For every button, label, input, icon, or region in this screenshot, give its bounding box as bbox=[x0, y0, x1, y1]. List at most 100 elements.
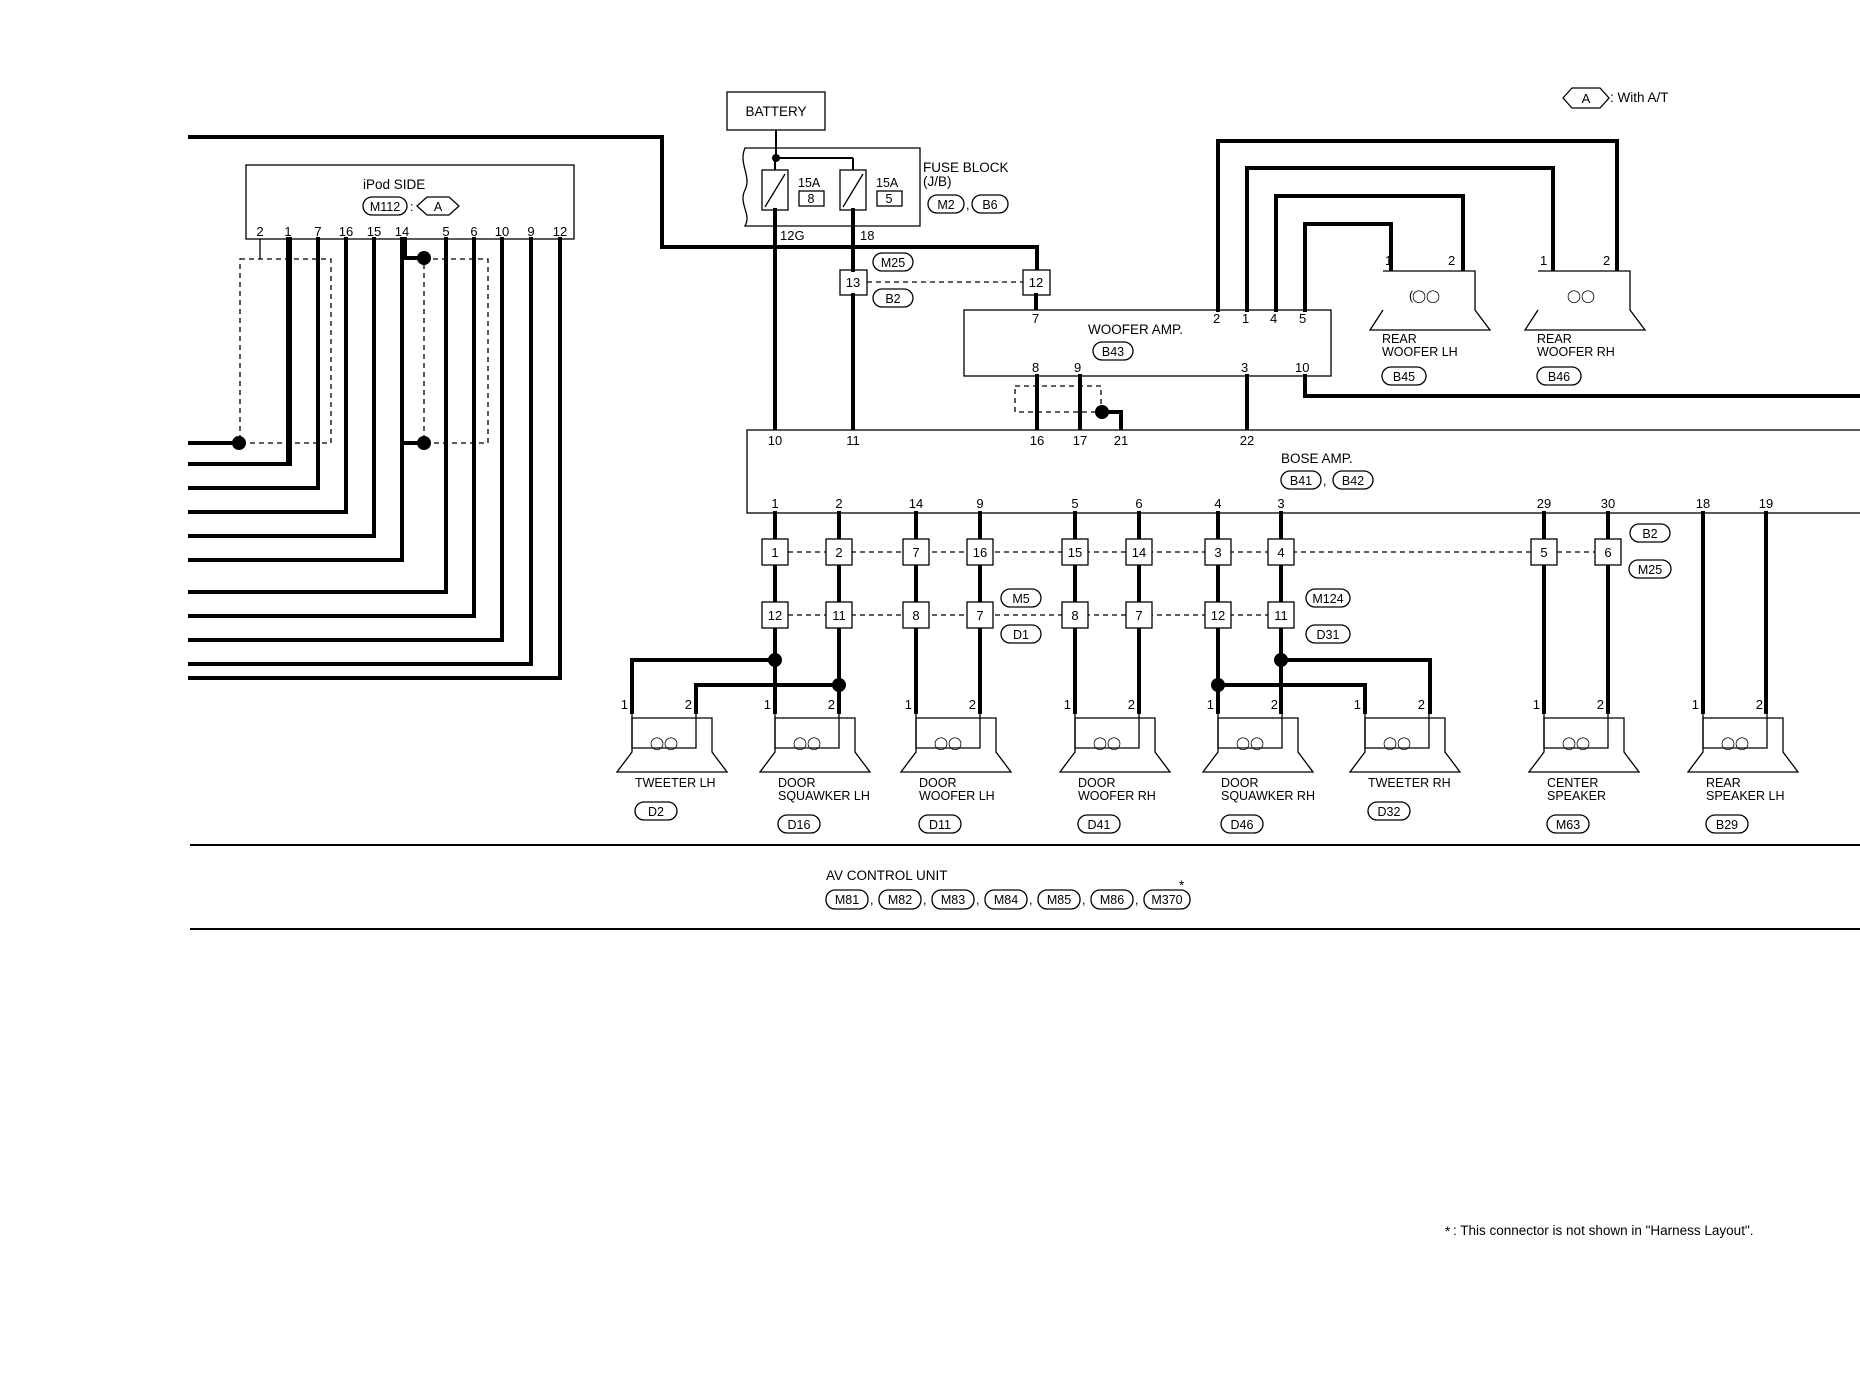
fuse-output-wires bbox=[773, 208, 1038, 432]
speaker-name-line: SPEAKER bbox=[1547, 789, 1606, 803]
joint-row2-pin-11: 11 bbox=[1274, 608, 1288, 623]
svg-text:,: , bbox=[1082, 893, 1085, 907]
bose-bottom-pin-29: 29 bbox=[1537, 496, 1551, 511]
joint-row1-pin-2: 2 bbox=[835, 545, 842, 560]
rear-woofer-rh-connector: B46 bbox=[1548, 370, 1570, 384]
speaker-body bbox=[758, 717, 872, 773]
bose-bottom-pin-5: 5 bbox=[1071, 496, 1078, 511]
ipod-pin-16: 16 bbox=[339, 224, 353, 239]
bose-bottom-pin-6: 6 bbox=[1135, 496, 1142, 511]
joint-row1-pin-7: 7 bbox=[912, 545, 919, 560]
ipod-pin-1: 1 bbox=[284, 224, 291, 239]
joint-row1-pin-14: 14 bbox=[1132, 545, 1146, 560]
woofer-amp-pin-10: 10 bbox=[1295, 360, 1309, 375]
woofer-amp-box bbox=[963, 309, 1332, 377]
speaker-body bbox=[1527, 717, 1641, 773]
bose-amp-title: BOSE AMP. bbox=[1281, 451, 1353, 466]
woofer-amp-pin-3: 3 bbox=[1241, 360, 1248, 375]
bose-top-pin-17: 17 bbox=[1073, 433, 1087, 448]
svg-text:◯◯: ◯◯ bbox=[1567, 289, 1595, 304]
speaker-connector: M63 bbox=[1556, 818, 1580, 832]
joint-row2-pin-8: 8 bbox=[1071, 608, 1078, 623]
speaker-name-line: DOOR bbox=[1221, 776, 1259, 790]
woofer-amp-pin-5: 5 bbox=[1299, 311, 1306, 326]
fuse-5-rating: 15A bbox=[876, 176, 899, 190]
speaker-pin-2: 2 bbox=[969, 697, 976, 712]
speaker-name-line: DOOR bbox=[919, 776, 957, 790]
speaker-connector: B29 bbox=[1716, 818, 1738, 832]
fuse-8-rating: 15A bbox=[798, 176, 821, 190]
fuse-block-connector-2: B6 bbox=[982, 198, 997, 212]
speaker-pin-1: 1 bbox=[1064, 697, 1071, 712]
svg-text:,: , bbox=[966, 198, 969, 212]
svg-text:,: , bbox=[923, 893, 926, 907]
speaker-coil-icon: ◯◯ bbox=[1236, 736, 1264, 751]
joint-row2-pin-11: 11 bbox=[832, 608, 846, 623]
bose-top-pin-10: 10 bbox=[768, 433, 782, 448]
svg-text:,: , bbox=[870, 893, 873, 907]
speaker-coil-icon: ◯◯ bbox=[934, 736, 962, 751]
joint-connector-top: 13 12 M25 B2 bbox=[839, 252, 1051, 308]
speaker-coil-icon: ◯◯ bbox=[1093, 736, 1121, 751]
ipod-title: iPod SIDE bbox=[363, 177, 425, 192]
svg-text:,: , bbox=[976, 893, 979, 907]
rear-woofer-rh-name-2: WOOFER RH bbox=[1537, 345, 1615, 359]
bose-bottom-pin-1: 1 bbox=[771, 496, 778, 511]
rear-woofer-lh-name-1: REAR bbox=[1382, 332, 1417, 346]
joint-row1-pin-15: 15 bbox=[1068, 545, 1082, 560]
speaker-name-line: REAR bbox=[1706, 776, 1741, 790]
av-connector-m85: M85 bbox=[1047, 893, 1071, 907]
joint-row1-pin-16: 16 bbox=[973, 545, 987, 560]
av-connector-m84: M84 bbox=[994, 893, 1018, 907]
bose-bottom-pin-18: 18 bbox=[1696, 496, 1710, 511]
ipod-pin-2: 2 bbox=[256, 224, 263, 239]
bose-top-pin-11: 11 bbox=[846, 433, 860, 448]
footnote-text: : This connector is not shown in "Harnes… bbox=[1453, 1223, 1754, 1238]
svg-text:◯◯: ◯◯ bbox=[1412, 289, 1440, 304]
speaker-connector: D46 bbox=[1231, 818, 1254, 832]
rear-woofer-lh-name-2: WOOFER LH bbox=[1382, 345, 1458, 359]
fuse-terminal-12g: 12G bbox=[780, 228, 805, 243]
av-connector-m82: M82 bbox=[888, 893, 912, 907]
fuse-8-number: 8 bbox=[808, 192, 815, 206]
svg-text:,: , bbox=[1135, 893, 1138, 907]
speaker-connector: D16 bbox=[788, 818, 811, 832]
rear-woofer-lh-connector: B45 bbox=[1393, 370, 1415, 384]
bose-amp-connector-1: B41 bbox=[1290, 474, 1312, 488]
legend: A : With A/T bbox=[1562, 87, 1669, 109]
speaker-pin-2: 2 bbox=[1128, 697, 1135, 712]
joint-row2-pin-7: 7 bbox=[976, 608, 983, 623]
joint-top-pin-13: 13 bbox=[846, 275, 860, 290]
rear-woofer-rh-name-1: REAR bbox=[1537, 332, 1572, 346]
svg-text:,: , bbox=[1029, 893, 1032, 907]
bose-bottom-pin-30: 30 bbox=[1601, 496, 1615, 511]
woofer-amp-pin-9: 9 bbox=[1074, 360, 1081, 375]
joint-row2-tag-m5: M5 bbox=[1012, 592, 1029, 606]
speaker-body bbox=[1058, 717, 1172, 773]
speaker-coil-icon: ◯◯ bbox=[1721, 736, 1749, 751]
speaker-pin-1: 1 bbox=[905, 697, 912, 712]
joint-row1-pin-3: 3 bbox=[1214, 545, 1221, 560]
speaker-body bbox=[1686, 717, 1800, 773]
joint-row2-tag-m124: M124 bbox=[1312, 592, 1343, 606]
av-asterisk: * bbox=[1179, 878, 1185, 893]
speaker-pin-1: 1 bbox=[1354, 697, 1361, 712]
ipod-pin-14: 14 bbox=[395, 224, 409, 239]
woofer-amp-title: WOOFER AMP. bbox=[1088, 322, 1183, 337]
rear-woofer-lh-pin-2: 2 bbox=[1448, 253, 1455, 268]
bose-top-pin-21: 21 bbox=[1114, 433, 1128, 448]
speaker-connector: D11 bbox=[929, 818, 951, 832]
speaker-connector: D41 bbox=[1088, 818, 1111, 832]
ipod-tag: A bbox=[434, 200, 443, 214]
legend-text: : With A/T bbox=[1610, 90, 1669, 105]
speaker-name-line: DOOR bbox=[778, 776, 816, 790]
speaker-coil-icon: ◯◯ bbox=[650, 736, 678, 751]
joint-row1-tag-m25: M25 bbox=[1638, 563, 1662, 577]
woofer-amp-pin-4: 4 bbox=[1270, 311, 1277, 326]
bose-bottom-pin-14: 14 bbox=[909, 496, 923, 511]
ipod-pin-9: 9 bbox=[527, 224, 534, 239]
